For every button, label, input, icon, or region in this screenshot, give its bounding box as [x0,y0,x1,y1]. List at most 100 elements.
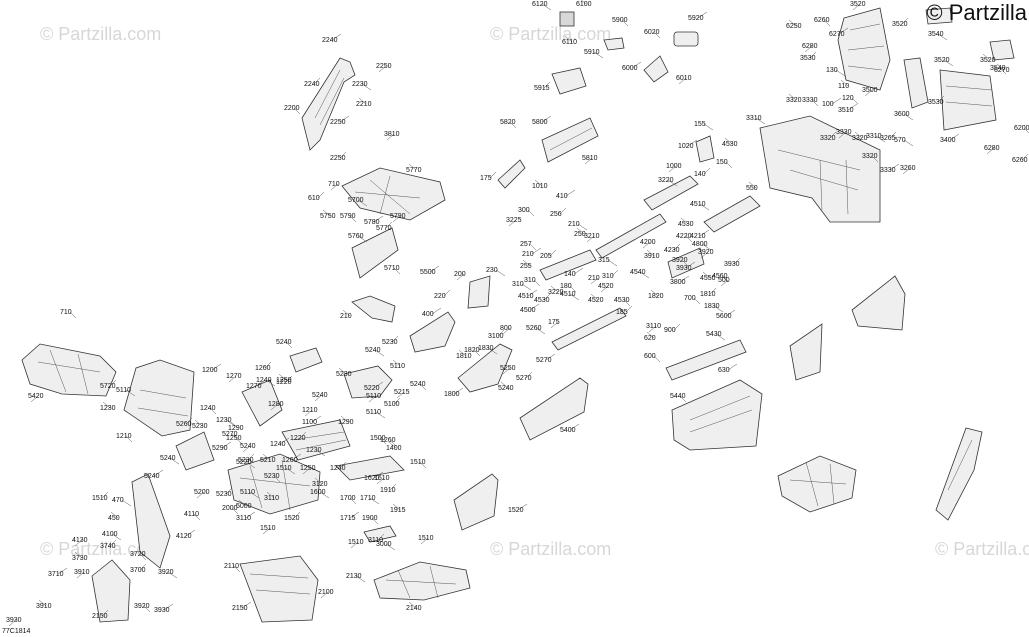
part-3400 [939,69,997,131]
callout-label: 410 [556,193,568,200]
callout-label: 5110 [390,363,405,370]
leader-line [646,249,655,257]
leader-line [902,167,911,175]
callout-label: 4220 [676,233,692,240]
callout-label: 5220 [236,459,252,466]
callout-label: 6250 [786,23,802,30]
callout-label: 3810 [384,131,400,138]
leader-line [111,533,122,541]
leader-line [373,381,384,389]
callout-label: 180 [560,283,572,290]
callout-label: 5240 [276,339,292,346]
leader-line [211,363,222,371]
leader-line [653,31,661,39]
leader-line [264,361,272,369]
part-3600 [903,57,929,109]
callout-label: 3520 [892,21,908,28]
callout-label: 1240 [270,441,286,448]
callout-label: 310 [512,281,524,288]
leader-line [262,527,271,535]
leader-line [185,417,193,425]
leader-line [375,411,386,419]
callout-label: 5230 [382,339,398,346]
leader-line [600,285,609,293]
callout-label: 130 [826,67,838,74]
callout-label: 5790 [390,213,406,220]
leader-line [854,131,863,139]
part-1400 [239,555,319,623]
callout-label: 5240 [498,385,514,392]
part-470 [851,275,906,331]
callout-label: 6100 [576,1,592,8]
leader-line [279,437,290,445]
part-570 [541,117,599,163]
leader-line [701,243,712,251]
leader-line [389,439,397,447]
callout-label: 1010 [532,183,548,190]
callout-label: 5230 [336,371,352,378]
callout-label: 100 [822,101,834,108]
leader-line [679,395,687,403]
callout-label: 1620 [364,475,380,482]
leader-line [419,383,427,391]
callout-label: 5260 [176,421,192,428]
leader-line [639,271,650,279]
leader-line [233,565,241,573]
leader-line [121,499,132,507]
callout-label: 1250 [276,377,292,384]
leader-line [903,139,914,147]
leader-line [545,353,556,361]
callout-label: 6260 [1012,157,1028,164]
leader-line [700,251,709,259]
leader-line [386,133,395,141]
leader-line [245,511,256,519]
callout-label: 5710 [384,265,400,272]
leader-line [473,349,481,357]
callout-label: 4550 [700,275,716,282]
leader-line [231,507,239,515]
leader-line [903,113,914,121]
callout-label: 2230 [352,81,368,88]
callout-label: 3600 [894,111,910,118]
callout-label: 1820 [648,293,664,300]
callout-label: 5820 [500,119,516,126]
leader-line [456,273,465,281]
leader-line [550,285,559,293]
callout-label: 3710 [48,571,64,578]
callout-label: 120 [842,95,854,102]
leader-line [543,293,551,301]
leader-line [169,457,180,465]
leader-line [804,45,813,53]
callout-label: 6280 [984,145,1000,152]
leader-line [1021,153,1029,161]
leader-line [8,619,17,627]
callout-label: 4210 [690,233,706,240]
callout-label: 5270 [222,431,238,438]
leader-line [373,471,384,479]
part-3300 [759,115,881,223]
leader-line [242,445,251,453]
callout-label: 4540 [630,269,646,276]
leader-line [408,601,417,609]
callout-label: 3320 [786,97,802,104]
part-5800 [695,135,715,163]
callout-label: 3265 [880,135,896,142]
callout-label: 1500 [370,435,386,442]
callout-label: 710 [328,181,340,188]
callout-label: 4530 [614,297,630,304]
leader-line [76,571,85,579]
leader-line [331,33,342,41]
callout-label: 1230 [216,417,232,424]
leader-line [228,375,237,383]
callout-label: 4230 [664,247,680,254]
leader-line [642,241,651,249]
part-5000 [335,455,405,481]
callout-label: 1600 [310,489,326,496]
leader-line [525,371,533,379]
leader-line [487,347,498,355]
leader-line [349,215,357,223]
leader-line [621,19,629,27]
leader-line [699,203,710,211]
leader-line [937,33,948,41]
callout-label: 4130 [72,537,88,544]
